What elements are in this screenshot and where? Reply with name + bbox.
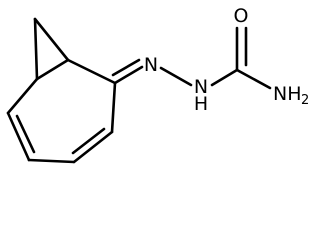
bond-ring-c6-c7: [66, 58, 117, 85]
molecule-drawing: N N H O NH 2: [6, 5, 309, 164]
bond-cp-base: [35, 58, 70, 81]
atom-hydrazide-hydrogen: H: [194, 93, 208, 115]
bond-c-n-imine: [113, 65, 144, 85]
bond-c-n-imine-double: [111, 58, 141, 77]
bond-ring-c5-c6: [110, 81, 117, 134]
bond-ring-c1-c2: [6, 77, 39, 115]
bond-cp-top-left: [33, 17, 39, 81]
atom-amide-subscript: 2: [301, 93, 309, 108]
atom-amide-nitrogen: NH: [273, 83, 302, 105]
bond-ring-c3-c4: [27, 158, 76, 164]
structure-diagram: N N H O NH 2: [6, 5, 309, 164]
bond-cp-top-right: [33, 17, 70, 62]
bond-ring-c2-c3: [6, 111, 31, 162]
bond-ring-c2-c3-double: [15, 114, 36, 154]
atom-imine-nitrogen: N: [144, 54, 158, 76]
bond-ring-c4-c5-double: [71, 127, 106, 155]
bond-ring-c4-c5: [72, 130, 114, 164]
bond-n-n: [159, 66, 193, 87]
bond-c-nh2: [235, 68, 272, 90]
bond-n-carbonyl-c: [210, 68, 239, 87]
atom-hydrazide-nitrogen: N: [194, 76, 208, 98]
atom-carbonyl-oxygen: O: [234, 5, 249, 27]
